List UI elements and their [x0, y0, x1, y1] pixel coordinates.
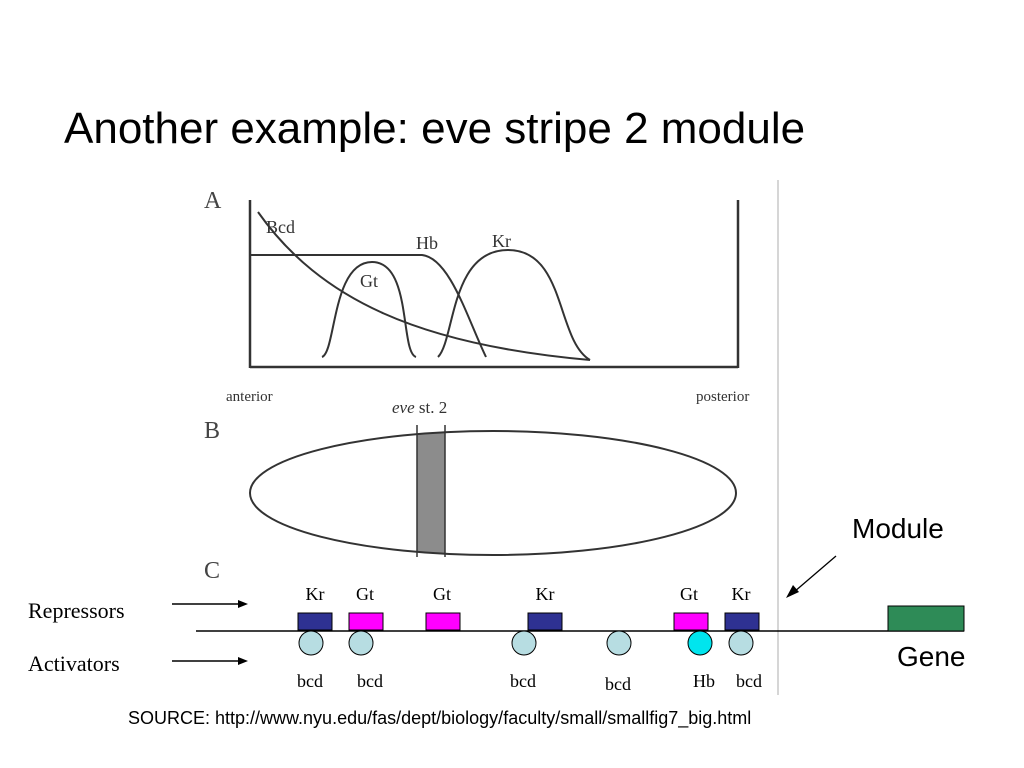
source-citation: SOURCE: http://www.nyu.edu/fas/dept/biol…: [128, 708, 752, 728]
repressor-label: Gt: [356, 584, 374, 604]
hb-curve: [250, 254, 487, 358]
repressor-boxes: [297, 612, 760, 631]
panel-a-label: A: [204, 188, 222, 214]
hb-curve-label: Hb: [416, 233, 438, 253]
activator-label: Hb: [693, 671, 715, 691]
eve-stripe-label: eve st. 2: [392, 398, 447, 417]
gt-curve: [321, 260, 417, 358]
repressor-box: [527, 612, 563, 631]
repressor-label: Kr: [732, 584, 751, 604]
repressor-box: [673, 612, 709, 631]
repressors-label: Repressors: [28, 598, 125, 623]
activators-arrowhead: [238, 657, 248, 665]
kr-curve: [437, 248, 591, 361]
slide-title: Another example: eve stripe 2 module: [64, 104, 806, 153]
activator-site: [606, 630, 632, 656]
module-pointer-line: [793, 555, 837, 593]
activator-site: [687, 630, 713, 656]
eve-stripe-band: [417, 431, 445, 555]
anterior-label: anterior: [226, 389, 273, 405]
panel-b-label: B: [204, 418, 220, 444]
activators-label: Activators: [28, 651, 120, 676]
activator-labels: bcd bcd bcd bcd Hb bcd: [297, 671, 762, 694]
module-pointer-arrowhead: [786, 585, 799, 598]
activator-label: bcd: [297, 671, 323, 691]
activator-label: bcd: [357, 671, 383, 691]
activator-site: [348, 630, 374, 656]
activator-sites: [298, 630, 754, 656]
repressors-arrowhead: [238, 600, 248, 608]
bcd-curve-label: Bcd: [266, 217, 295, 237]
gt-curve-label: Gt: [360, 271, 378, 291]
activator-label: bcd: [510, 671, 536, 691]
activator-site: [511, 630, 537, 656]
posterior-label: posterior: [696, 389, 749, 405]
activator-site: [728, 630, 754, 656]
activator-label: bcd: [736, 671, 762, 691]
gene-label: Gene: [897, 641, 966, 672]
repressor-labels: Kr Gt Gt Kr Gt Kr: [306, 584, 751, 604]
repressor-label: Gt: [433, 584, 451, 604]
repressor-box: [348, 612, 384, 631]
embryo-outline: [249, 430, 737, 556]
eve-stripe-label-italic: eve: [392, 398, 415, 417]
module-label: Module: [852, 513, 944, 544]
repressor-box: [425, 612, 461, 631]
repressor-label: Kr: [306, 584, 325, 604]
eve-stripe-label-rest: st. 2: [415, 398, 448, 417]
kr-curve-label: Kr: [492, 231, 511, 251]
repressor-label: Gt: [680, 584, 698, 604]
repressor-box: [297, 612, 333, 631]
bcd-curve: [257, 211, 591, 361]
repressor-box: [724, 612, 760, 631]
panel-c-label: C: [204, 558, 220, 584]
repressor-label: Kr: [536, 584, 555, 604]
gene-box: [887, 605, 965, 632]
activator-site: [298, 630, 324, 656]
activator-label: bcd: [605, 674, 631, 694]
